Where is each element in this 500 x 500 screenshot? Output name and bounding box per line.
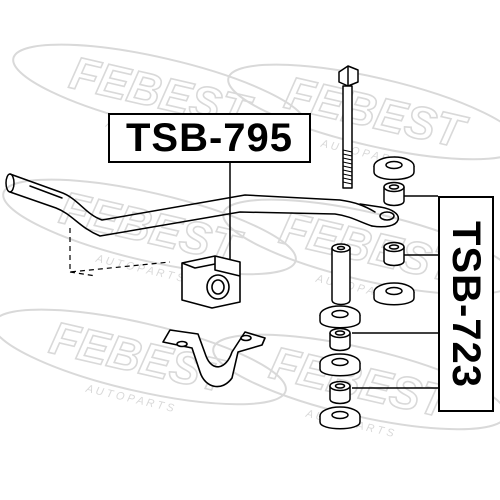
leader-lines — [229, 163, 438, 389]
lower-stack-washer-3 — [319, 406, 361, 430]
spacer-sleeve — [331, 243, 351, 306]
watermark-brand: FEBEST — [45, 311, 237, 403]
bolt-thread — [342, 149, 353, 185]
watermark: FEBEST A U T O P A R T S — [0, 308, 287, 415]
bar-end-cap — [5, 173, 15, 193]
lower-stack-washer-1 — [319, 305, 361, 329]
watermark-brand: FEBEST — [265, 336, 457, 428]
lower-stack-bushing-1 — [329, 327, 351, 352]
watermark: FEBEST A U T O P A R T S — [2, 178, 297, 285]
part-number-text: TSB-795 — [125, 115, 294, 160]
lower-stack-washer-2 — [319, 353, 361, 377]
link-bolt — [338, 65, 359, 189]
part-number-text: TSB-723 — [444, 220, 489, 388]
lower-stack-bushing-2 — [329, 380, 351, 405]
mount-reference-dashed — [69, 228, 171, 277]
part-label-tsb-795: TSB-795 — [108, 113, 311, 163]
stabilizer-bushing — [181, 255, 241, 309]
bushing-bracket — [162, 329, 266, 388]
stabilizer-bar — [5, 173, 400, 237]
upper-link-bushing — [383, 181, 405, 207]
watermark-group: FEBEST A U T O P A R T S FEBEST A U T O … — [0, 43, 500, 440]
part-label-tsb-723: TSB-723 — [438, 196, 494, 412]
upper-washer — [373, 156, 415, 181]
lower-washer — [373, 282, 415, 306]
lower-link-bushing — [383, 241, 405, 267]
